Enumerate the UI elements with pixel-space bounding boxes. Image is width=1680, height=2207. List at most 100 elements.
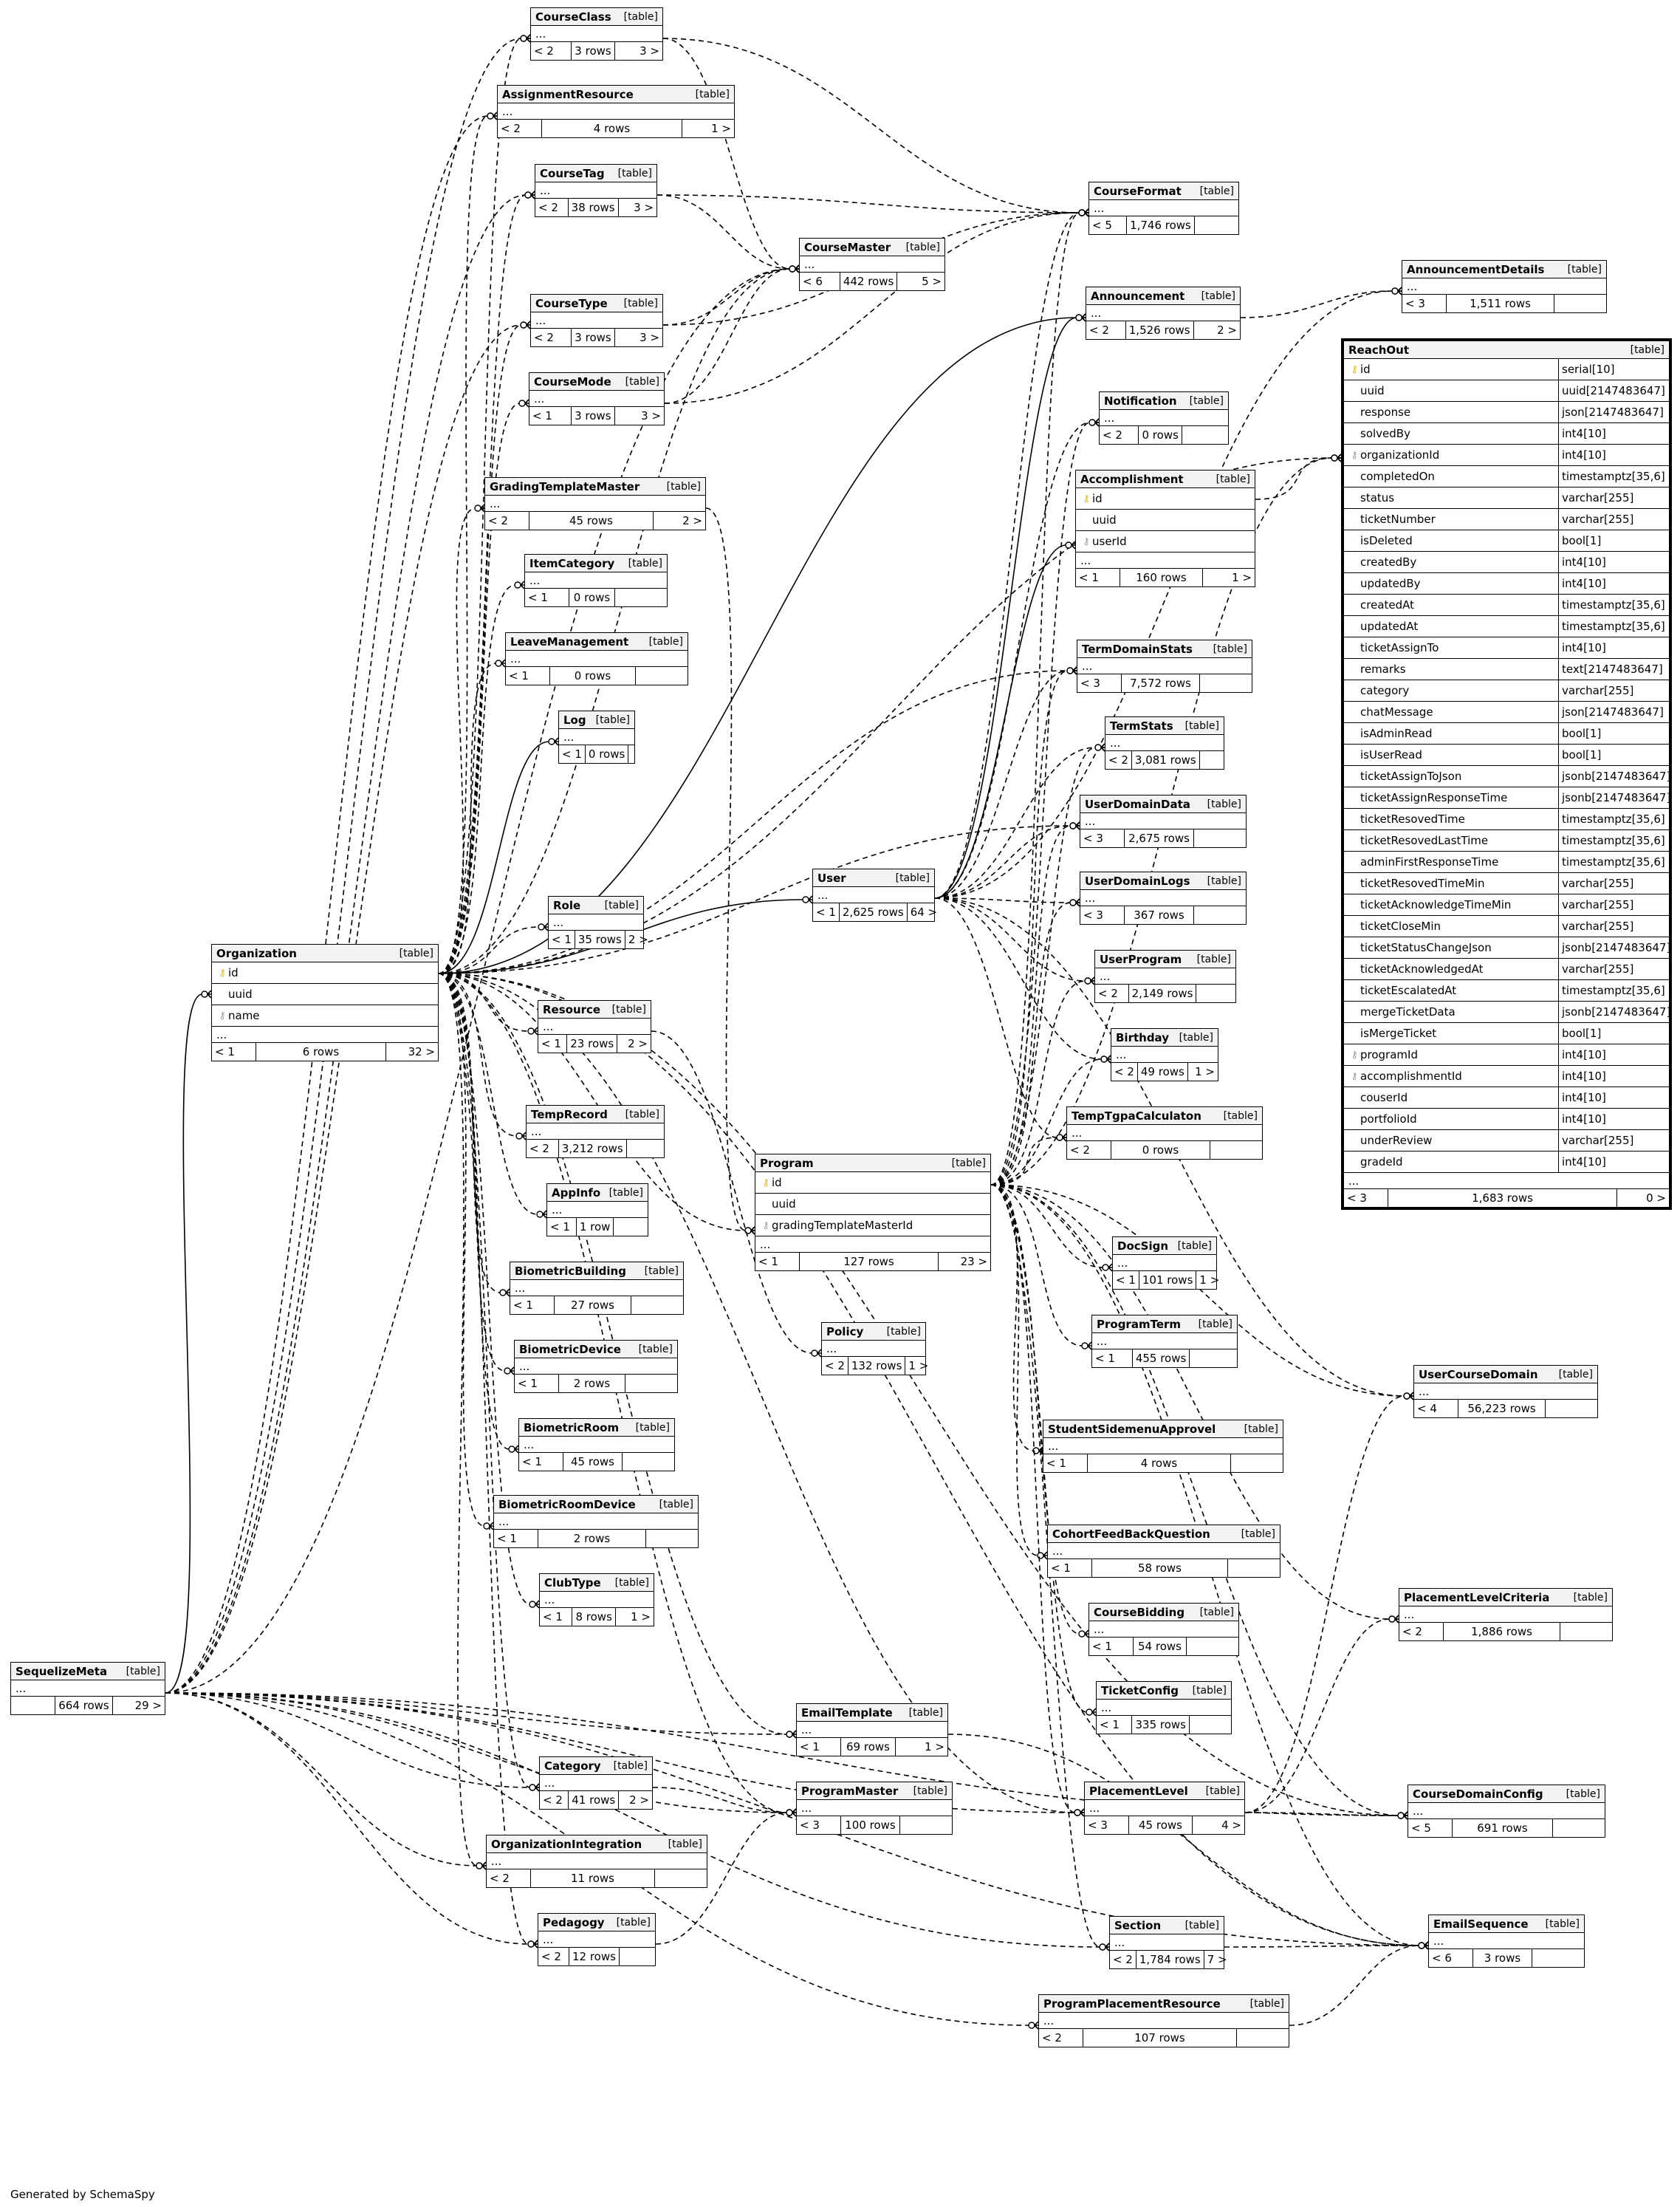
parent-count: < 1 (1076, 569, 1120, 586)
column-type: timestamptz[35,6] (1558, 595, 1669, 615)
parent-count: < 2 (540, 1791, 569, 1809)
relationship-CourseType-CourseMaster (662, 268, 791, 326)
primary-key-icon: ⚷ (219, 967, 226, 979)
table-header: EmailSequence[table] (1429, 1915, 1584, 1933)
primary-key-icon: ⚷ (1351, 363, 1358, 375)
column-name: uuid (228, 988, 253, 1001)
relationship-User-TermDomainStats (934, 670, 1069, 899)
crows-foot-marker (1090, 976, 1095, 985)
relationship-SequelizeMeta-CourseDomainConfig (165, 1692, 1399, 1816)
row-count: 4 rows (542, 120, 682, 137)
column-row: ⚷id (755, 1172, 990, 1194)
zero-or-many-marker (1084, 977, 1091, 985)
crows-foot-marker (526, 321, 531, 329)
generated-by-footer: Generated by SchemaSpy (10, 2188, 155, 2201)
row-count: 132 rows (848, 1357, 906, 1375)
ellipsis-text: ... (1117, 1256, 1128, 1270)
column-name: adminFirstResponseTime (1360, 855, 1499, 869)
zero-or-many-marker (811, 1349, 818, 1357)
crows-foot-marker (1403, 1811, 1408, 1820)
zero-or-many-marker (1078, 209, 1086, 216)
column-type: int4[10] (1558, 1152, 1669, 1172)
more-columns-row: ... (1039, 2013, 1289, 2029)
parent-count: < 2 (485, 512, 529, 530)
ellipsis-text: ... (1404, 1607, 1415, 1621)
table-type-label: [table] (1567, 263, 1602, 276)
zero-or-many-marker (1099, 1943, 1106, 1951)
parent-count: < 2 (1105, 751, 1132, 769)
column-row: ⚷id (212, 962, 438, 984)
row-count: 455 rows (1133, 1349, 1190, 1367)
row-count: 101 rows (1139, 1271, 1197, 1289)
zero-or-many-marker (1075, 314, 1083, 321)
child-count (1546, 1400, 1597, 1417)
column-name: isMergeTicket (1360, 1027, 1437, 1040)
zero-or-many-marker (802, 896, 809, 903)
table-header: Pedagogy[table] (538, 1914, 655, 1931)
relationship-SequelizeMeta-CourseClass (165, 38, 522, 1694)
table-header: Notification[table] (1100, 392, 1228, 410)
column-cell: ticketAssignTo (1344, 637, 1558, 658)
column-name: uuid (1360, 384, 1385, 397)
column-name: ticketCloseMin (1360, 920, 1441, 933)
